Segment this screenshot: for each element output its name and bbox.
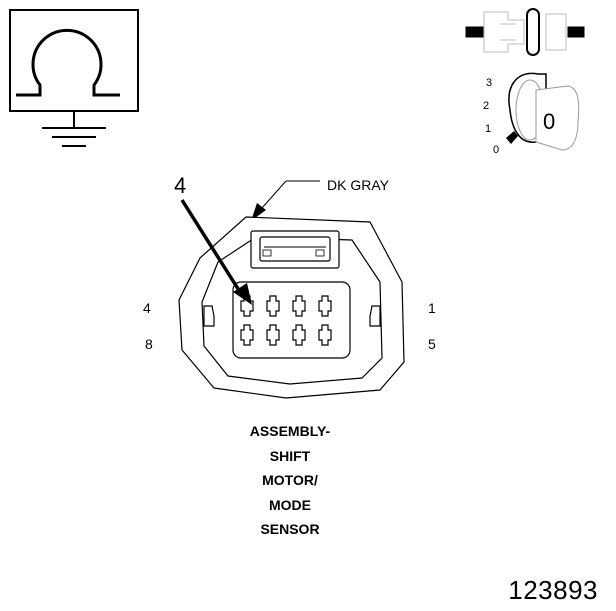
caption-line: SHIFT [269,447,311,464]
key-position-0: 0 [493,144,499,156]
wire-color-label: DK GRAY [327,177,390,193]
pin-label-5: 5 [428,336,436,352]
terminal-pin-8 [240,324,254,346]
terminal-pin-2 [292,295,306,317]
terminal-pin-6 [292,324,306,346]
terminal-pin-7 [266,324,280,346]
key-position-1: 1 [485,123,491,135]
callout-number: 4 [174,173,186,198]
terminal-pin-1 [318,295,332,317]
pin-label-8: 8 [145,336,153,352]
component-caption: ASSEMBLY- SHIFT MOTOR/ MODE SENSOR [190,419,390,542]
pin-callout: 4 [174,173,252,305]
figure-number: 123893 [508,575,598,605]
key-face-label: 0 [543,109,555,134]
connector-disconnect-icon [465,8,585,56]
connector-body [178,216,405,399]
wire-color-leader: DK GRAY [251,177,390,221]
terminal-pin-5 [318,324,332,346]
caption-line: MODE [269,496,311,513]
key-position-2: 2 [483,100,489,112]
ignition-key-icon: 3 2 1 0 0 [483,72,580,156]
caption-line: MOTOR/ [262,472,318,488]
caption-line: ASSEMBLY- [249,423,331,439]
key-position-3: 3 [486,77,492,89]
ohmmeter-ground-icon [9,9,139,147]
terminal-pin-3 [266,295,280,317]
caption-line: SENSOR [260,521,320,537]
pin-label-4: 4 [143,300,151,316]
pin-label-1: 1 [428,300,436,316]
